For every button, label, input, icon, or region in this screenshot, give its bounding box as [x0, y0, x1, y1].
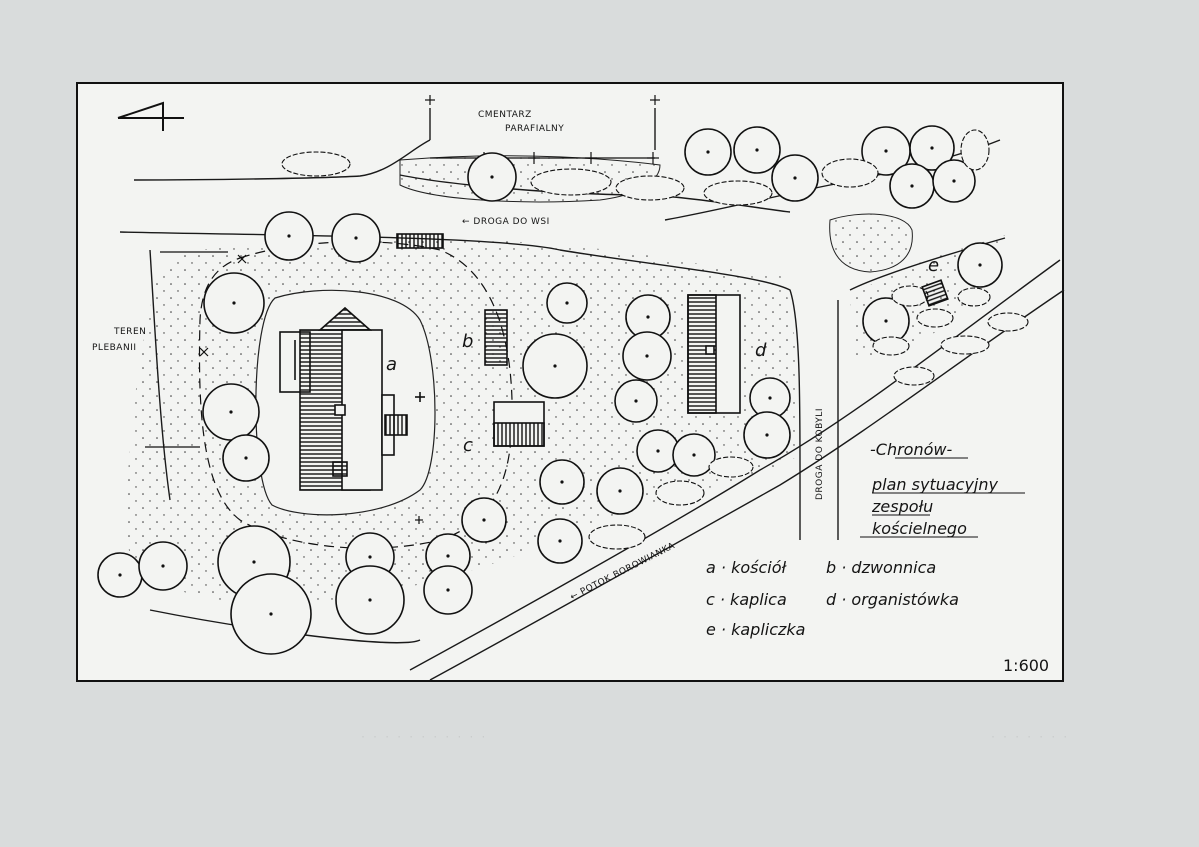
tree-center-dot: [768, 396, 772, 400]
shrub-symbol: [987, 312, 1029, 332]
shrub-symbol: [893, 366, 935, 386]
belfry-building-b: [396, 233, 508, 366]
tree-center-dot: [446, 554, 450, 558]
legend-item-a: a · kościół: [706, 558, 787, 577]
legend-item-b: b · dzwonnica: [826, 558, 936, 577]
shrub-symbol: [281, 151, 351, 177]
shrub-symbol: [960, 129, 990, 171]
tree-center-dot: [565, 301, 569, 305]
tree-center-dot: [232, 301, 236, 305]
tree-center-dot: [560, 480, 564, 484]
church-building-a: [279, 306, 425, 491]
tree-center-dot: [656, 449, 660, 453]
tree-center-dot: [287, 234, 291, 238]
legend-item-c: c · kaplica: [706, 590, 787, 609]
title-line2: plan sytuacyjny: [871, 475, 999, 494]
tree-center-dot: [118, 573, 122, 577]
building-letter-b: b: [462, 331, 473, 352]
tree-center-dot: [978, 263, 982, 267]
tree-center-dot: [482, 518, 486, 522]
road-to-village-label: ← DROGA DO WSI: [462, 217, 550, 227]
tree-center-dot: [884, 149, 888, 153]
tree-center-dot: [618, 489, 622, 493]
shrubs: [281, 129, 1029, 550]
title-place: -Chronów-: [870, 440, 952, 459]
presbytery-label-line1: TEREN: [113, 327, 146, 337]
building-letter-e: e: [928, 255, 939, 276]
north-arrow-icon: [117, 101, 184, 131]
tree-center-dot: [706, 150, 710, 154]
shrub-symbol: [530, 168, 612, 196]
tree-center-dot: [793, 176, 797, 180]
shrub-symbol: [615, 175, 685, 201]
legend-item-e: e · kapliczka: [706, 620, 805, 639]
tree-center-dot: [490, 175, 494, 179]
tree-center-dot: [645, 354, 649, 358]
tree-center-dot: [646, 315, 650, 319]
shrub-symbol: [588, 524, 646, 550]
tree-center-dot: [553, 364, 557, 368]
title-line3: zespołu: [871, 497, 933, 516]
roads: [119, 108, 1065, 681]
cemetery-fence: [425, 95, 660, 164]
shrub-symbol: [916, 308, 954, 328]
tree-center-dot: [244, 456, 248, 460]
shrub-symbol: [957, 287, 991, 307]
legend-item-d: d · organistówka: [826, 590, 959, 609]
shrub-symbol: [821, 158, 879, 188]
title-line4: kościelnego: [872, 519, 967, 538]
tree-center-dot: [269, 612, 273, 616]
tree-center-dot: [634, 399, 638, 403]
road-to-kobyla-label: DROGA DO KOBYLI: [815, 408, 825, 500]
shrub-symbol: [703, 180, 773, 206]
organist-house-building-d: [687, 294, 741, 414]
tree-center-dot: [765, 433, 769, 437]
tree-center-dot: [161, 564, 165, 568]
tree-center-dot: [354, 236, 358, 240]
cross-marks: [199, 254, 423, 524]
scale-label: 1:600: [1003, 656, 1049, 675]
tree-center-dot: [692, 453, 696, 457]
wayside-shrine-building-e: [921, 279, 949, 307]
shrub-symbol: [872, 336, 910, 356]
presbytery-label-line2: PLEBANII: [92, 343, 137, 353]
tree-center-dot: [229, 410, 233, 414]
tree-center-dot: [755, 148, 759, 152]
stream-label: ← POTOK BOROWIANKA: [569, 541, 677, 603]
svg-text:· · · · · · ·: · · · · · · ·: [990, 732, 1068, 743]
tree-center-dot: [252, 560, 256, 564]
shrub-symbol: [655, 480, 705, 506]
churchyard-wall: [145, 241, 513, 549]
building-letter-a: a: [386, 354, 397, 375]
shrub-symbol: [940, 335, 990, 355]
legend: a · kościół b · dzwonnica c · kaplica d …: [706, 558, 959, 639]
cemetery-label-line1: CMENTARZ: [478, 110, 532, 120]
tree-center-dot: [884, 319, 888, 323]
tree-center-dot: [368, 598, 372, 602]
title-block: -Chronów- plan sytuacyjny zespołu koście…: [860, 440, 1025, 538]
tree-center-dot: [558, 539, 562, 543]
svg-text:· · · · · · · · · · ·: · · · · · · · · · · ·: [360, 732, 486, 743]
tree-center-dot: [368, 555, 372, 559]
bleed-through-text: · · · · · · · · · · · · · · · · · ·: [360, 732, 1068, 743]
tree-center-dot: [910, 184, 914, 188]
shrub-symbol: [708, 456, 754, 478]
tree-center-dot: [952, 179, 956, 183]
cemetery-label-line2: PARAFIALNY: [505, 124, 564, 134]
building-letter-c: c: [463, 435, 473, 456]
chapel-building-c: [493, 401, 545, 447]
building-letter-d: d: [755, 340, 767, 361]
tree-center-dot: [930, 146, 934, 150]
trees: [97, 125, 1003, 655]
tree-center-dot: [446, 588, 450, 592]
